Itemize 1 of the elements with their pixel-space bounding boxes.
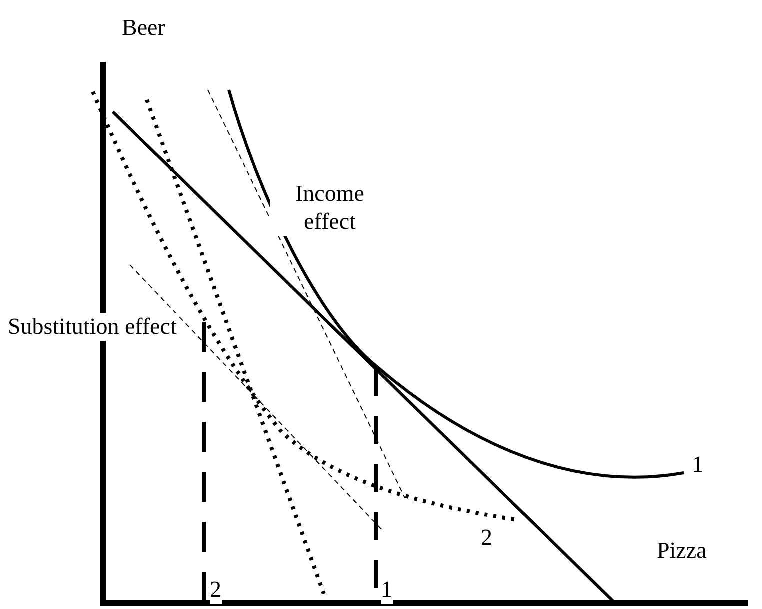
axis-label: Substitution effect [8,313,177,341]
